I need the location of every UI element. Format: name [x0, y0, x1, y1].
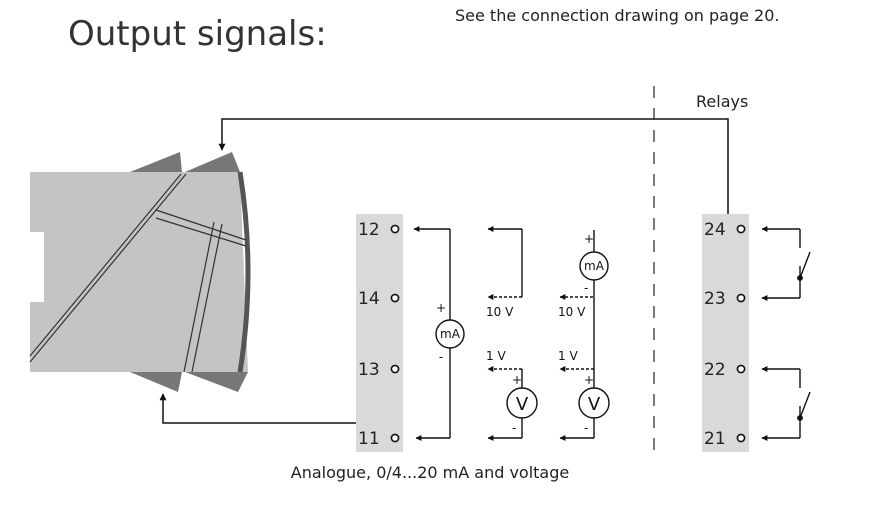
analogue-terminal-13-label: 13 — [358, 360, 380, 380]
voltage-1v-label-1: 1 V — [486, 349, 506, 363]
relays-terminal-23-label: 23 — [704, 289, 726, 309]
ammeter-label: mA — [440, 327, 461, 341]
voltmeter-label-1: V — [516, 394, 529, 415]
analogue-terminal-11-screw — [390, 433, 400, 443]
analogue-terminals: 12 14 13 11 — [358, 220, 400, 449]
relays-terminal-21-screw — [736, 433, 746, 443]
relay-terminal-strip — [702, 214, 749, 452]
relays-label: Relays — [696, 92, 748, 111]
ammeter-plus-2: + — [584, 232, 594, 246]
voltmeter-symbol-2 — [578, 387, 610, 419]
device-bottom-fin-left — [130, 372, 182, 392]
analogue-terminal-14-screw — [390, 293, 400, 303]
relays-terminal-22-label: 22 — [704, 360, 726, 380]
device-front-panel — [237, 171, 251, 373]
analogue-caption: Analogue, 0/4...20 mA and voltage — [291, 463, 569, 482]
voltmeter-minus-1: - — [512, 421, 516, 435]
ammeter-minus: - — [439, 350, 443, 364]
device-bottom-fin-right — [185, 372, 248, 392]
analogue-terminal-12-label: 12 — [358, 220, 380, 240]
relays-terminal-23-screw — [736, 293, 746, 303]
device-top-fin-right — [185, 152, 240, 172]
page-title: Output signals: — [68, 14, 327, 54]
ammeter-minus-2: - — [584, 281, 588, 295]
voltmeter-plus-2: + — [584, 373, 594, 387]
analogue-terminal-11-label: 11 — [358, 429, 380, 449]
voltmeter-plus-1: + — [512, 373, 522, 387]
voltage-10v-label-2: 10 V — [558, 305, 586, 319]
relays-terminal-24-screw — [736, 224, 746, 234]
analogue-terminal-strip — [356, 214, 403, 452]
relay-return-arrow — [218, 118, 729, 218]
voltmeter-minus-2: - — [584, 421, 588, 435]
analogue-return-arrow — [159, 393, 356, 424]
relay-contact-1 — [761, 226, 811, 301]
analogue-terminal-12-screw — [390, 224, 400, 234]
device-illustration — [29, 152, 251, 392]
device-top-fin-left — [130, 152, 182, 172]
voltmeter-label-2: V — [588, 394, 601, 415]
ammeter-symbol — [435, 319, 465, 349]
ammeter-plus: + — [436, 301, 446, 315]
analogue-terminal-14-label: 14 — [358, 289, 380, 309]
device-side-notch — [30, 232, 44, 302]
device-body — [30, 172, 248, 372]
voltage-10v-label-1: 10 V — [486, 305, 514, 319]
routing-lines — [159, 118, 729, 424]
analogue-terminal-13-screw — [390, 364, 400, 374]
ammeter-label-2: mA — [584, 259, 605, 273]
device-panel-lines — [29, 173, 247, 373]
ammeter-symbol-2 — [579, 251, 609, 281]
relays-terminal-24-label: 24 — [704, 220, 726, 240]
relay-terminals: 24 23 22 21 — [704, 220, 746, 449]
voltmeter-symbol-1 — [506, 387, 538, 419]
wiring-voltage-output-2 — [559, 230, 610, 441]
wiring-voltage-output-1 — [487, 226, 538, 441]
relay-contact-2 — [761, 366, 811, 441]
relays-terminal-22-screw — [736, 364, 746, 374]
relays-terminal-21-label: 21 — [704, 429, 726, 449]
wiring-current-output — [413, 226, 465, 441]
voltage-1v-label-2: 1 V — [558, 349, 578, 363]
page-reference-note: See the connection drawing on page 20. — [455, 6, 780, 25]
